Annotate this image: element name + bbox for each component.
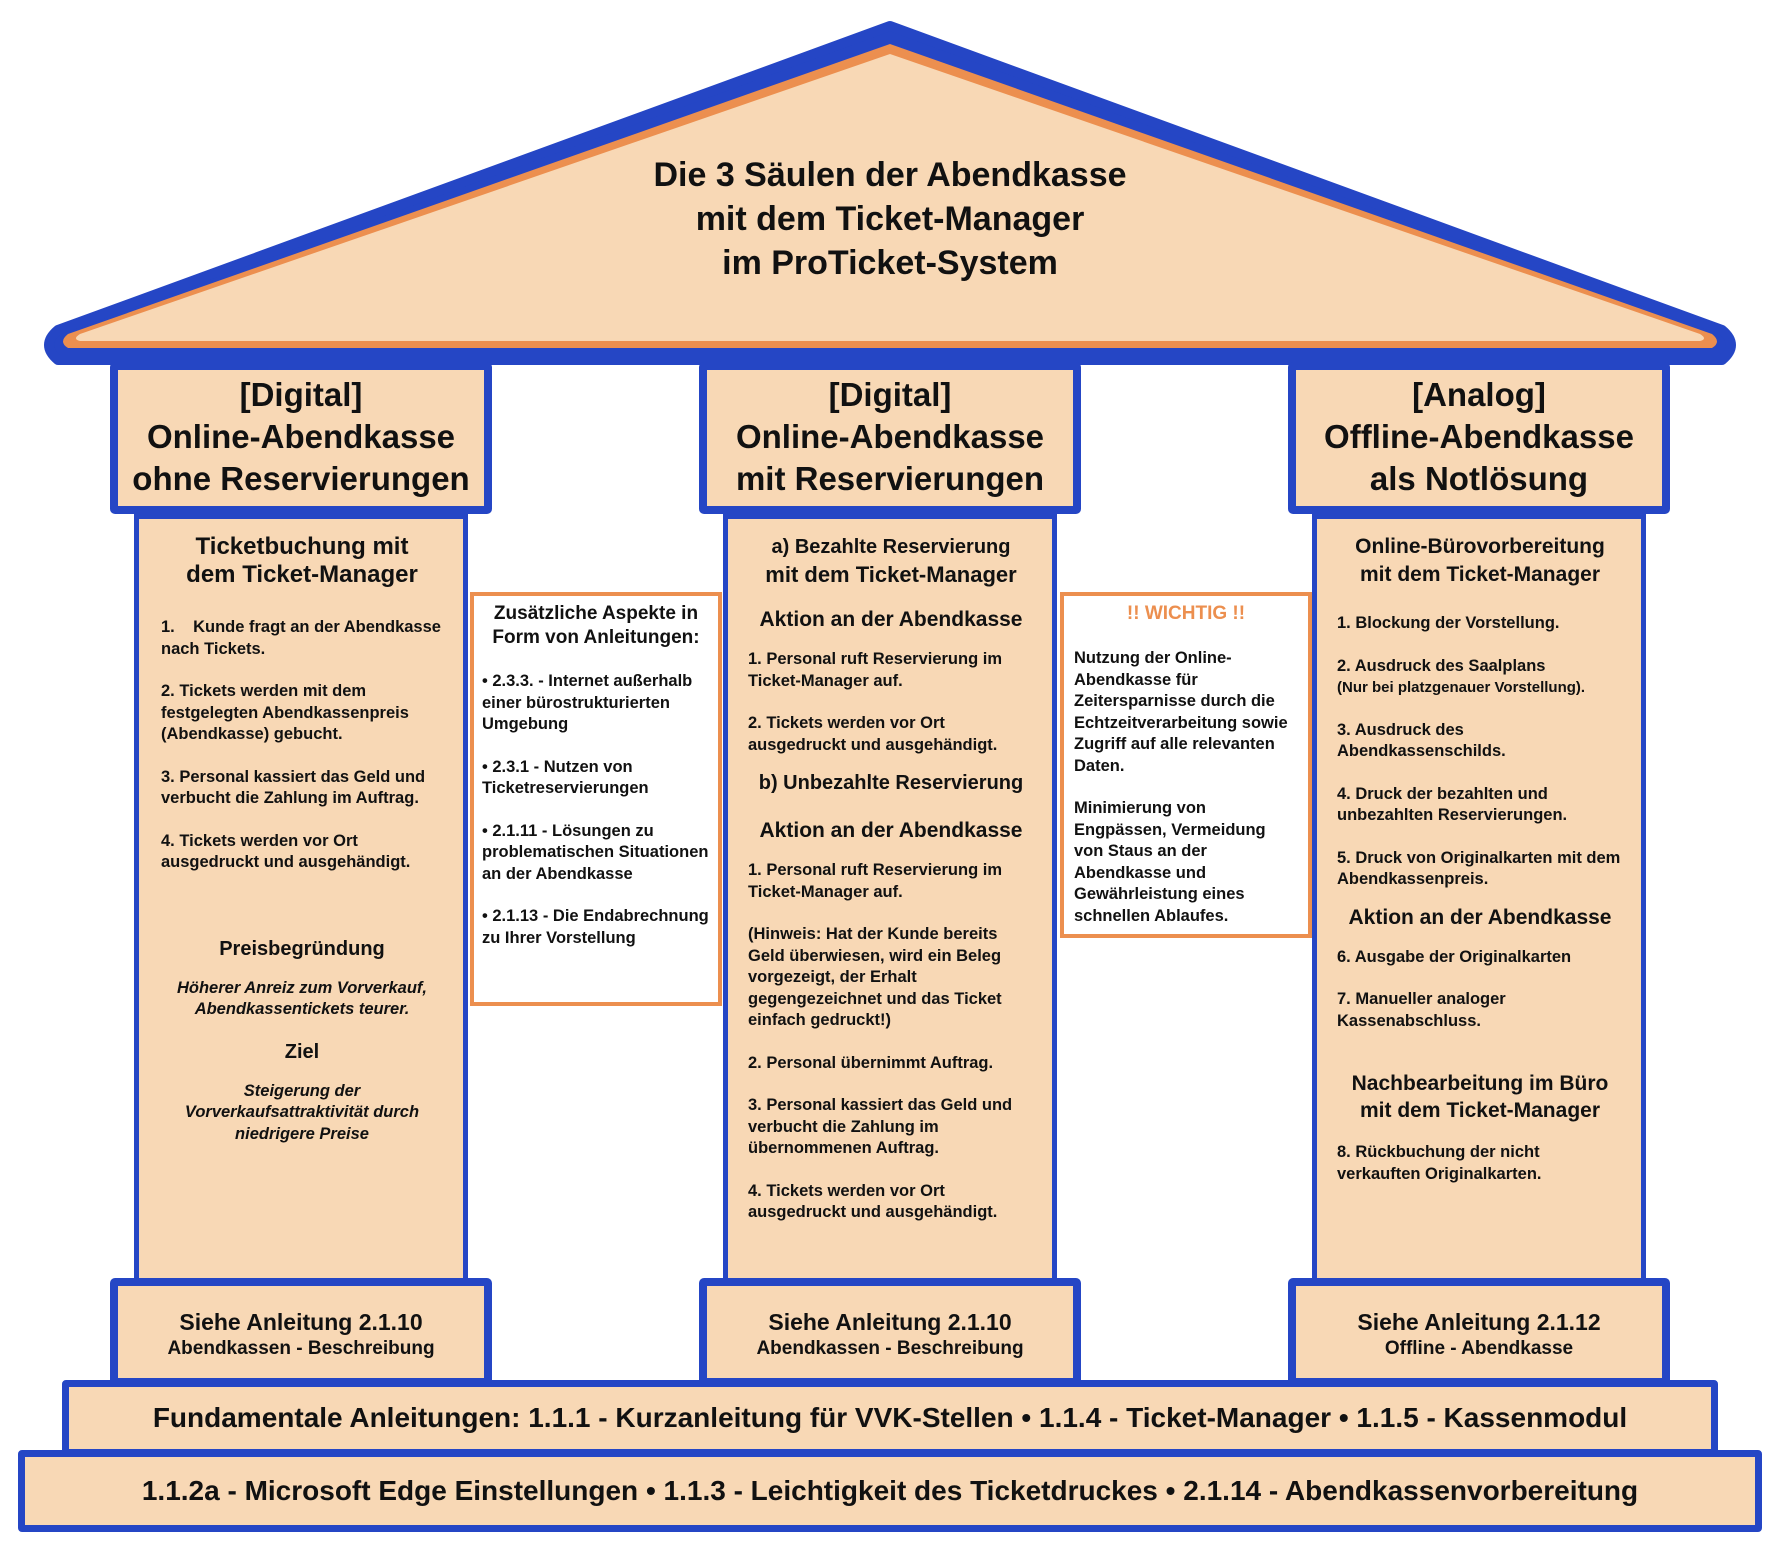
text-line: a) Bezahlte Reservierung xyxy=(771,536,1011,558)
list-item: 3. Personal kassiert das Geld und verbuc… xyxy=(748,1096,1013,1157)
foundation-step-1: Fundamentale Anleitungen: 1.1.1 - Kurzan… xyxy=(62,1380,1718,1456)
pillar-2-capital: [Digital] Online-Abendkasse mit Reservie… xyxy=(699,362,1081,514)
list-item: 2. Tickets werden vor Ort ausgedruckt un… xyxy=(748,714,998,754)
pillar-2-capital-line: [Digital] xyxy=(828,376,952,413)
pillar-2-action-a: Aktion an der Abendkasse xyxy=(759,608,1023,631)
text-line: mit dem Ticket-Manager xyxy=(1359,1099,1600,1122)
pillar-2-capital-line: mit Reservierungen xyxy=(735,460,1045,497)
pillar-1-heading-line: Ticketbuchung mit xyxy=(195,533,409,560)
foundation-line-1: Fundamentale Anleitungen: 1.1.1 - Kurzan… xyxy=(152,1402,1628,1433)
list-item-note: (Nur bei platzgenauer Vorstellung). xyxy=(1337,679,1586,696)
list-item: 5. Druck von Originalkarten mit dem Aben… xyxy=(1337,848,1621,889)
roof-title-line: im ProTicket-System xyxy=(722,244,1058,282)
list-item: 4. Tickets werden vor Ort ausgedruckt un… xyxy=(161,831,411,872)
list-item: 2. Personal übernimmt Auftrag. xyxy=(748,1053,994,1072)
pillar-3-base: Siehe Anleitung 2.1.12 Offline - Abendka… xyxy=(1288,1278,1670,1386)
text-line: Form von Anleitungen: xyxy=(492,627,700,648)
text-line: Online-Bürovorbereitung xyxy=(1355,535,1605,558)
list-item: 4. Druck der bezahlten und unbezahlten R… xyxy=(1337,784,1568,825)
pillar-3-base-subtitle: Offline - Abendkasse xyxy=(1384,1338,1574,1359)
text-line: Abendkassentickets teurer. xyxy=(194,1000,410,1018)
pillar-1-capital: [Digital] Online-Abendkasse ohne Reservi… xyxy=(110,362,492,514)
list-item: 4. Tickets werden vor Ort ausgedruckt un… xyxy=(748,1181,998,1222)
pillar-2-heading-b: b) Unbezahlte Reservierung xyxy=(758,772,1024,794)
list-item: • 2.1.11 - Lösungen zu problematischen S… xyxy=(482,821,709,883)
text-line: Steigerung der xyxy=(243,1081,361,1100)
note-important-heading: !! WICHTIG !! xyxy=(1126,603,1246,624)
list-item: • 2.1.13 - Die Endabrechnung zu Ihrer Vo… xyxy=(482,907,709,947)
pillar-3-heading-3: Nachbearbeitung im Büro mit dem Ticket-M… xyxy=(1337,1070,1623,1124)
text-line: niedrigere Preise xyxy=(235,1124,369,1143)
pillar-3-capital: [Analog] Offline-Abendkasse als Notlösun… xyxy=(1288,362,1670,514)
list-item: 7. Manueller analoger Kassenabschluss. xyxy=(1337,990,1506,1030)
pillar-3-capital-line: Offline-Abendkasse xyxy=(1324,418,1634,455)
foundation-line-2: 1.1.2a - Microsoft Edge Einstellungen • … xyxy=(141,1475,1639,1506)
list-item: (Hinweis: Hat der Kunde bereits Geld übe… xyxy=(748,925,1002,1029)
pillar-1-base-subtitle: Abendkassen - Beschreibung xyxy=(167,1338,435,1359)
text-line: Höherer Anreiz zum Vorverkauf, xyxy=(176,978,427,997)
pillar-3-heading-2: Aktion an der Abendkasse xyxy=(1348,905,1612,929)
roof-title-line: Die 3 Säulen der Abendkasse xyxy=(653,156,1127,194)
pillar-1-base: Siehe Anleitung 2.1.10 Abendkassen - Bes… xyxy=(110,1278,492,1386)
pillar-1-reason-heading: Preisbegründung xyxy=(219,937,385,960)
pillar-1-heading-line: dem Ticket-Manager xyxy=(186,561,418,588)
pillar-3-heading-1: Online-Bürovorbereitung mit dem Ticket-M… xyxy=(1337,533,1623,589)
list-item: 6. Ausgabe der Originalkarten xyxy=(1337,947,1572,966)
note-additional-heading: Zusätzliche Aspekte in Form von Anleitun… xyxy=(482,602,710,650)
list-item: • 2.3.3. - Internet außerhalb einer büro… xyxy=(482,672,693,733)
list-item: 1. Personal ruft Reservierung im Ticket-… xyxy=(748,861,1003,901)
note-additional-aspects: Zusätzliche Aspekte in Form von Anleitun… xyxy=(470,592,722,1006)
pillar-2-shaft: a) Bezahlte Reservierung mit dem Ticket-… xyxy=(723,514,1057,1286)
list-item: 1. Kunde fragt an der Abendkasse nach Ti… xyxy=(161,618,446,658)
pillar-1-goal-text: Steigerung der Vorverkaufsattraktivität … xyxy=(161,1081,443,1146)
pillar-1-goal-heading: Ziel xyxy=(284,1040,320,1063)
paragraph: Nutzung der Online-Abendkasse für Zeiter… xyxy=(1074,649,1288,775)
pillar-1-steps: 1. Kunde fragt an der Abendkasse nach Ti… xyxy=(161,617,443,874)
list-item: 1. Personal ruft Reservierung im Ticket-… xyxy=(748,650,1003,690)
pillar-3-base-link: Siehe Anleitung 2.1.12 xyxy=(1357,1309,1601,1335)
list-item: 2. Tickets werden mit dem festgelegten A… xyxy=(161,682,409,743)
pillar-1-capital-line: ohne Reservierungen xyxy=(132,460,470,497)
list-item: • 2.3.1 - Nutzen von Ticketreservierunge… xyxy=(482,757,649,798)
pillar-2-base-link: Siehe Anleitung 2.1.10 xyxy=(768,1309,1012,1335)
list-item: 3. Ausdruck des Abendkassenschilds. xyxy=(1337,720,1506,761)
text-line: mit dem Ticket-Manager xyxy=(765,562,1017,587)
list-item: 8. Rückbuchung der nicht verkauften Orig… xyxy=(1337,1143,1542,1183)
text-line: Nachbearbeitung im Büro xyxy=(1351,1072,1609,1095)
list-item: 3. Personal kassiert das Geld und verbuc… xyxy=(161,767,426,808)
roof-title-line: mit dem Ticket-Manager xyxy=(695,200,1085,238)
pillar-3-shaft: Online-Bürovorbereitung mit dem Ticket-M… xyxy=(1312,514,1646,1286)
pillar-2-base: Siehe Anleitung 2.1.10 Abendkassen - Bes… xyxy=(699,1278,1081,1386)
pillar-3-capital-line: [Analog] xyxy=(1412,376,1546,413)
text-line: Vorverkaufsattraktivität durch xyxy=(184,1103,420,1121)
pillar-2-action-b: Aktion an der Abendkasse xyxy=(759,819,1023,842)
pillar-1-base-link: Siehe Anleitung 2.1.10 xyxy=(179,1309,423,1335)
pillar-1-heading: Ticketbuchung mit dem Ticket-Manager xyxy=(161,533,443,589)
pillar-2-capital-line: Online-Abendkasse xyxy=(735,418,1045,455)
pillar-1-capital-line: Online-Abendkasse xyxy=(146,418,456,455)
foundation-step-2: 1.1.2a - Microsoft Edge Einstellungen • … xyxy=(18,1450,1762,1532)
pillar-2-base-subtitle: Abendkassen - Beschreibung xyxy=(756,1338,1024,1359)
roof-title: Die 3 Säulen der Abendkasse mit dem Tick… xyxy=(430,153,1350,285)
pillar-1-capital-line: [Digital] xyxy=(239,376,363,413)
text-line: Zusätzliche Aspekte in xyxy=(493,603,699,624)
list-item: 2. Ausdruck des Saalplans xyxy=(1337,656,1546,675)
list-item: 1. Blockung der Vorstellung. xyxy=(1337,614,1560,632)
pillar-1-reason-text: Höherer Anreiz zum Vorverkauf, Abendkass… xyxy=(161,978,443,1021)
pillar-1-shaft: Ticketbuchung mit dem Ticket-Manager 1. … xyxy=(134,514,468,1286)
pillar-2-heading-a: a) Bezahlte Reservierung mit dem Ticket-… xyxy=(748,533,1034,589)
note-important: !! WICHTIG !! Nutzung der Online-Abendka… xyxy=(1060,592,1312,938)
paragraph: Minimierung von Engpässen, Vermeidung vo… xyxy=(1074,799,1266,925)
pillar-3-capital-line: als Notlösung xyxy=(1369,460,1589,497)
text-line: mit dem Ticket-Manager xyxy=(1359,563,1600,586)
